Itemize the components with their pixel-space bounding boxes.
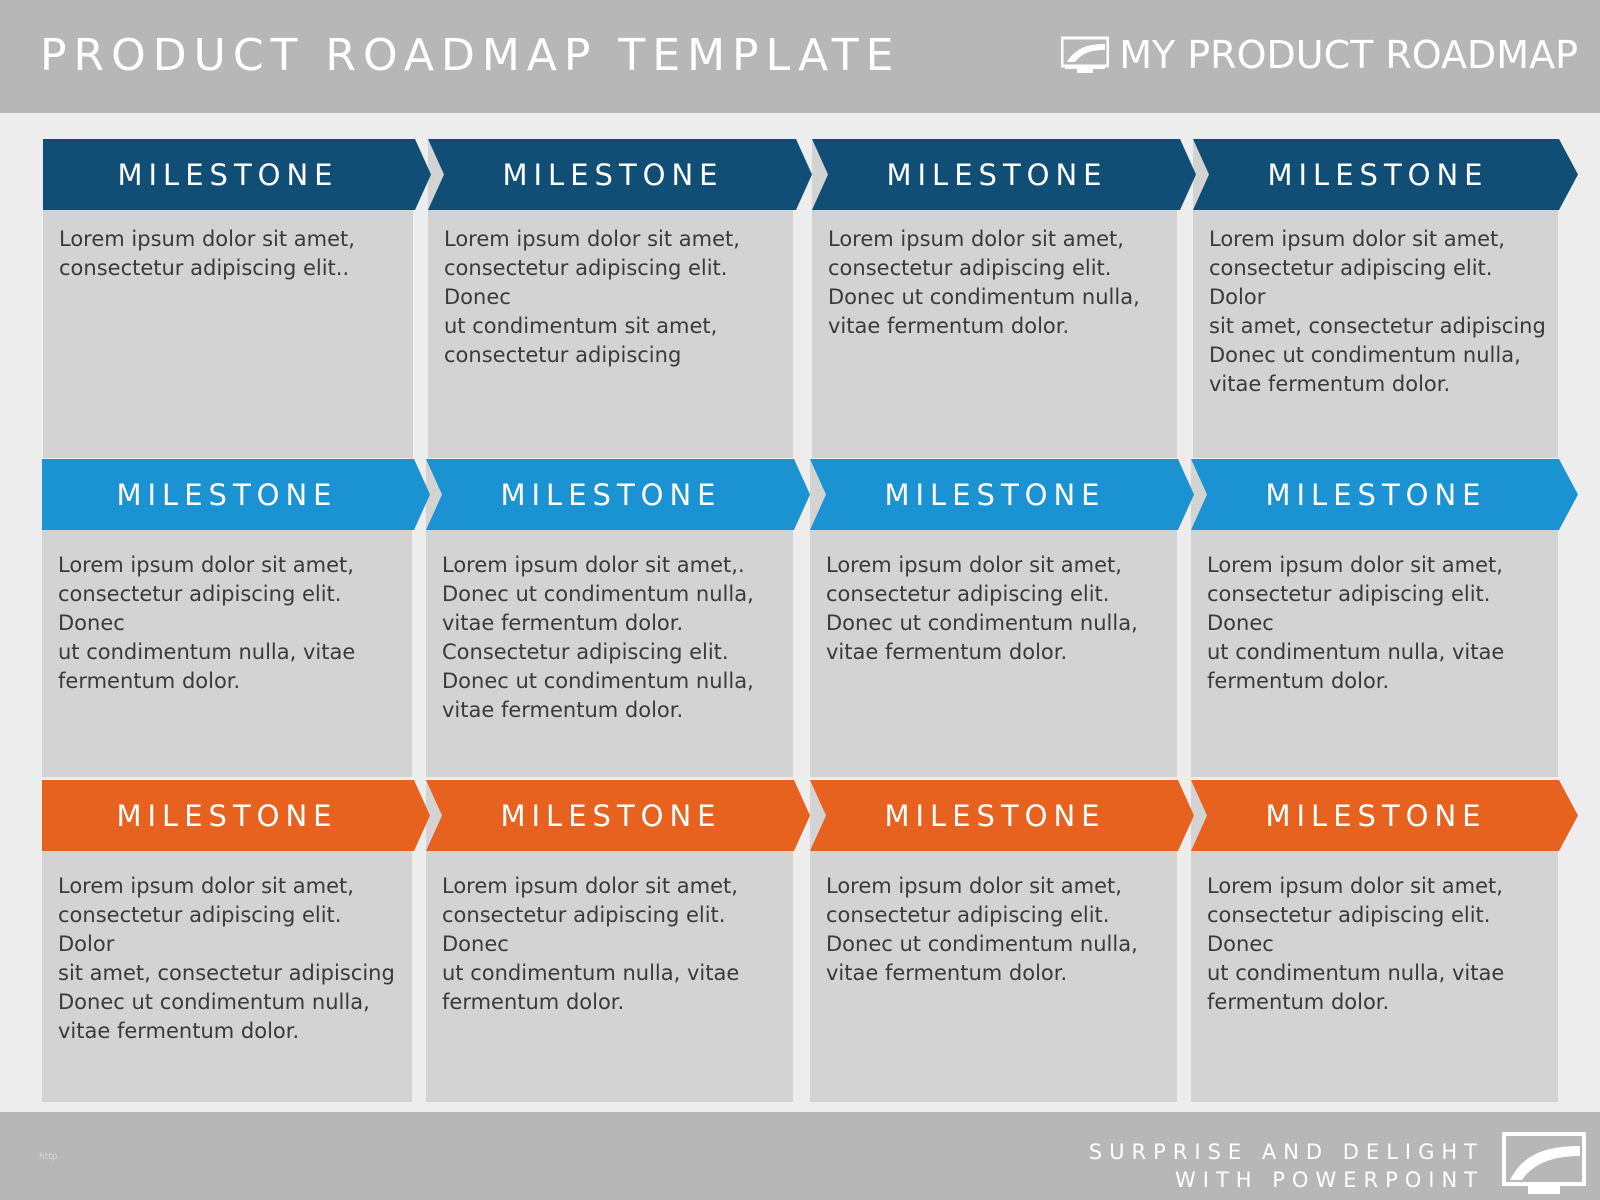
chevron-arrow-shape bbox=[42, 459, 430, 530]
milestone-label: MILESTONE bbox=[116, 798, 338, 833]
milestone-banner: MILESTONE bbox=[42, 780, 432, 851]
chevron-arrow-shape bbox=[426, 459, 810, 530]
brand-text: MY PRODUCT ROADMAP bbox=[1119, 33, 1578, 77]
milestone-banner: MILESTONE bbox=[42, 459, 432, 530]
milestone-banner: MILESTONE bbox=[426, 459, 816, 530]
milestone-banner: MILESTONE bbox=[1191, 780, 1581, 851]
milestone-description: Lorem ipsum dolor sit amet, consectetur … bbox=[1207, 553, 1505, 693]
milestone-description: Lorem ipsum dolor sit amet, consectetur … bbox=[826, 553, 1138, 664]
brand: MY PRODUCT ROADMAP bbox=[1061, 33, 1578, 77]
milestone-description: Lorem ipsum dolor sit amet, consectetur … bbox=[826, 874, 1138, 985]
milestone-label: MILESTONE bbox=[500, 477, 722, 512]
milestone-description: Lorem ipsum dolor sit amet,. Donec ut co… bbox=[442, 553, 754, 722]
milestone-label: MILESTONE bbox=[886, 157, 1108, 192]
milestone-banner: MILESTONE bbox=[426, 780, 816, 851]
chevron-arrow-shape bbox=[810, 780, 1194, 851]
header-band: PRODUCT ROADMAP TEMPLATE MY PRODUCT ROAD… bbox=[0, 0, 1600, 113]
milestone-description: Lorem ipsum dolor sit amet, consectetur … bbox=[1209, 227, 1546, 396]
milestone-label: MILESTONE bbox=[502, 157, 724, 192]
chevron-arrow-shape bbox=[812, 139, 1196, 210]
milestone-description: Lorem ipsum dolor sit amet, consectetur … bbox=[58, 553, 356, 693]
milestone-banner: MILESTONE bbox=[810, 459, 1200, 530]
milestone-description: Lorem ipsum dolor sit amet, consectetur … bbox=[58, 874, 395, 1043]
milestone-card-body: Lorem ipsum dolor sit amet, consectetur … bbox=[1193, 140, 1558, 458]
page-title: PRODUCT ROADMAP TEMPLATE bbox=[40, 30, 901, 81]
tagline: SURPRISE AND DELIGHT WITH POWERPOINT bbox=[1089, 1138, 1484, 1194]
footer-note: http bbox=[39, 1152, 58, 1162]
footer-band: http SURPRISE AND DELIGHT WITH POWERPOIN… bbox=[0, 1112, 1600, 1200]
milestone-banner: MILESTONE bbox=[812, 139, 1202, 210]
milestone-banner: MILESTONE bbox=[43, 139, 433, 210]
milestone-description: Lorem ipsum dolor sit amet, consectetur … bbox=[828, 227, 1140, 338]
milestone-label: MILESTONE bbox=[1265, 798, 1487, 833]
milestone-label: MILESTONE bbox=[116, 477, 338, 512]
milestone-description: Lorem ipsum dolor sit amet, consectetur … bbox=[59, 227, 355, 280]
chevron-arrow-shape bbox=[42, 780, 430, 851]
milestone-label: MILESTONE bbox=[117, 157, 339, 192]
milestone-banner: MILESTONE bbox=[428, 139, 818, 210]
chevron-arrow-shape bbox=[810, 459, 1194, 530]
chevron-arrow-shape bbox=[43, 139, 431, 210]
tagline-line-1: SURPRISE AND DELIGHT bbox=[1088, 1140, 1484, 1164]
milestone-description: Lorem ipsum dolor sit amet, consectetur … bbox=[1207, 874, 1505, 1014]
milestone-description: Lorem ipsum dolor sit amet, consectetur … bbox=[444, 227, 740, 367]
chevron-arrow-shape bbox=[1193, 139, 1578, 210]
milestone-label: MILESTONE bbox=[500, 798, 722, 833]
presentation-screen-icon bbox=[1061, 36, 1110, 73]
milestone-label: MILESTONE bbox=[884, 477, 1106, 512]
milestone-banner: MILESTONE bbox=[810, 780, 1200, 851]
milestone-label: MILESTONE bbox=[1267, 157, 1489, 192]
milestone-banner: MILESTONE bbox=[1191, 459, 1581, 530]
chevron-arrow-shape bbox=[426, 780, 810, 851]
milestone-banner: MILESTONE bbox=[1193, 139, 1583, 210]
milestone-label: MILESTONE bbox=[884, 798, 1106, 833]
tagline-line-2: WITH POWERPOINT bbox=[1175, 1168, 1484, 1192]
chevron-arrow-shape bbox=[428, 139, 812, 210]
milestone-label: MILESTONE bbox=[1265, 477, 1487, 512]
milestone-description: Lorem ipsum dolor sit amet, consectetur … bbox=[442, 874, 740, 1014]
powerpoint-logo-icon bbox=[1502, 1132, 1586, 1194]
chevron-arrow-shape bbox=[1191, 780, 1578, 851]
chevron-arrow-shape bbox=[1191, 459, 1578, 530]
